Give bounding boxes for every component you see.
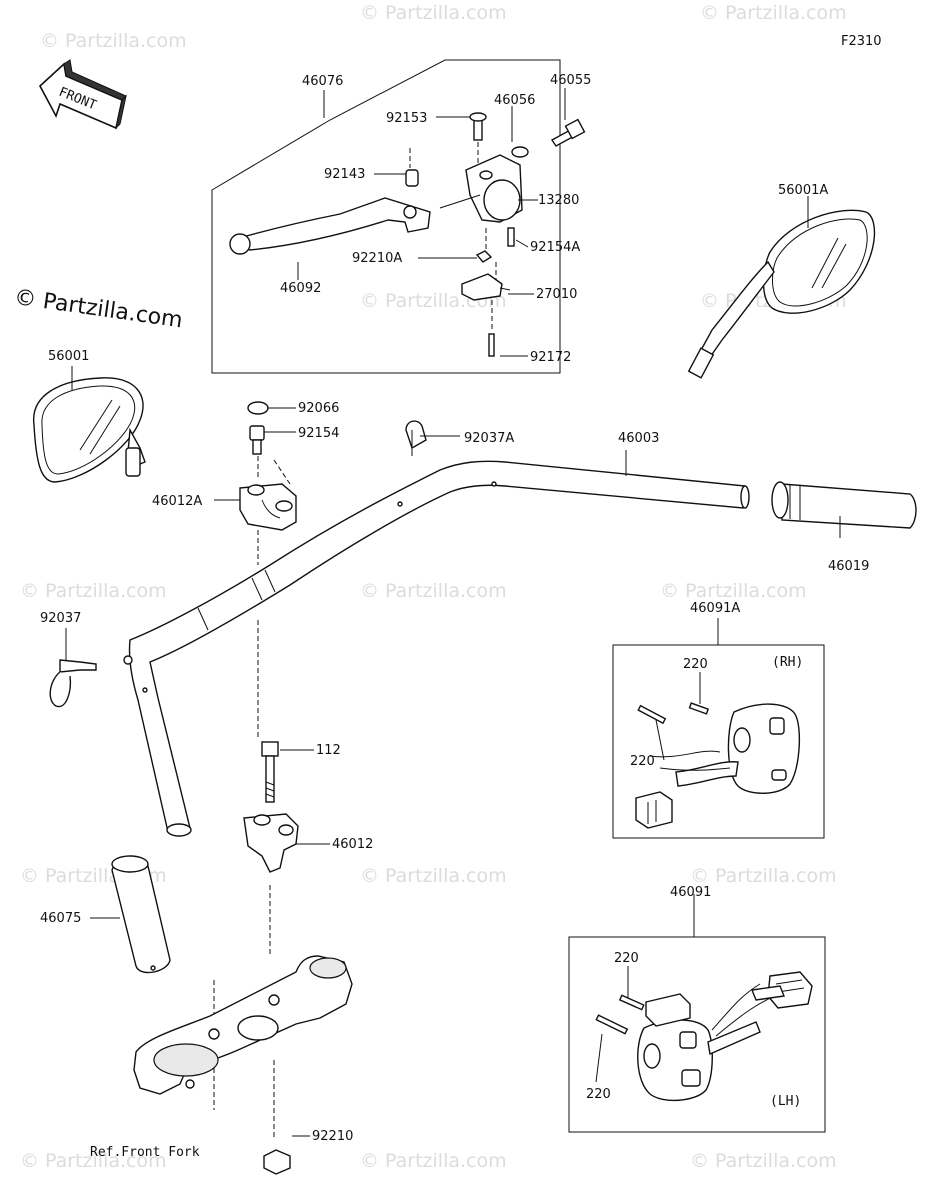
part-label-92154a: 92154A bbox=[530, 240, 580, 255]
clutch-lever bbox=[229, 197, 431, 255]
stem-nut bbox=[263, 1149, 291, 1175]
lh-switch-frame bbox=[568, 936, 826, 1133]
part-label-92037a: 92037A bbox=[464, 431, 514, 446]
part-label-92172: 92172 bbox=[530, 350, 571, 365]
screw-220 bbox=[637, 704, 667, 725]
part-label-92037: 92037 bbox=[40, 611, 81, 626]
part-label-56001a: 56001A bbox=[778, 183, 828, 198]
part-label-92210: 92210 bbox=[312, 1129, 353, 1144]
clamp-bolt-lower bbox=[261, 741, 279, 803]
rh-label: (RH) bbox=[772, 655, 803, 670]
screw-220 bbox=[688, 702, 710, 715]
collar bbox=[405, 169, 419, 187]
part-label-220: 220 bbox=[586, 1087, 611, 1102]
watermark: © Partzilla.com bbox=[20, 580, 167, 602]
part-label-220: 220 bbox=[683, 657, 708, 672]
part-label-46019: 46019 bbox=[828, 559, 869, 574]
end-plug bbox=[405, 420, 427, 450]
right-switch-housing bbox=[649, 703, 801, 794]
handlebar bbox=[123, 460, 750, 837]
lever-holder bbox=[439, 154, 523, 223]
screw-small bbox=[507, 227, 515, 247]
lh-connector-b bbox=[751, 971, 813, 1009]
handlebar-clamp-upper bbox=[239, 483, 297, 531]
part-label-46003: 46003 bbox=[618, 431, 659, 446]
watermark: © Partzilla.com bbox=[660, 580, 807, 602]
part-label-220: 220 bbox=[630, 754, 655, 769]
lh-label: (LH) bbox=[770, 1094, 801, 1109]
part-label-56001: 56001 bbox=[48, 349, 89, 364]
watermark: © Partzilla.com bbox=[40, 30, 187, 52]
part-label-92210a: 92210A bbox=[352, 251, 402, 266]
part-label-46075: 46075 bbox=[40, 911, 81, 926]
part-label-46076: 46076 bbox=[302, 74, 343, 89]
switch-screw bbox=[488, 333, 495, 357]
part-label-92066: 92066 bbox=[298, 401, 339, 416]
part-label-27010: 27010 bbox=[536, 287, 577, 302]
wire-clip bbox=[49, 659, 97, 708]
part-label-92153: 92153 bbox=[386, 111, 427, 126]
part-label-46092: 46092 bbox=[280, 281, 321, 296]
part-label-46091: 46091 bbox=[670, 885, 711, 900]
watermark: © Partzilla.com bbox=[700, 2, 847, 24]
watermark: © Partzilla.com bbox=[360, 580, 507, 602]
watermark: © Partzilla.com bbox=[360, 865, 507, 887]
watermark: © Partzilla.com bbox=[20, 1150, 167, 1172]
screw-220 bbox=[618, 994, 645, 1011]
screw bbox=[550, 118, 586, 147]
figure-code: F2310 bbox=[841, 34, 882, 49]
upper-triple-clamp bbox=[133, 955, 353, 1095]
part-label-46091a: 46091A bbox=[690, 601, 740, 616]
part-label-46056: 46056 bbox=[494, 93, 535, 108]
watermark: © Partzilla.com bbox=[360, 1150, 507, 1172]
throttle-grip bbox=[771, 481, 917, 529]
clamp-bolt-upper bbox=[249, 425, 265, 455]
nut bbox=[475, 250, 493, 263]
left-grip bbox=[111, 855, 171, 974]
part-label-92154: 92154 bbox=[298, 426, 339, 441]
part-label-220: 220 bbox=[614, 951, 639, 966]
part-label-13280: 13280 bbox=[538, 193, 579, 208]
lever-assembly-frame bbox=[211, 59, 561, 374]
part-label-112: 112 bbox=[316, 743, 341, 758]
handlebar-clamp-lower bbox=[243, 813, 299, 873]
clutch-switch bbox=[461, 273, 511, 301]
rh-connector bbox=[635, 791, 673, 829]
lh-connector-a bbox=[645, 993, 691, 1027]
part-label-92143: 92143 bbox=[324, 167, 365, 182]
mirror-left bbox=[33, 377, 146, 483]
washer bbox=[511, 146, 529, 158]
left-switch-housing bbox=[637, 983, 791, 1102]
screw-220 bbox=[595, 1014, 629, 1035]
cap bbox=[247, 401, 269, 415]
part-label-46012a: 46012A bbox=[152, 494, 202, 509]
mirror-right bbox=[687, 209, 876, 379]
watermark: © Partzilla.com bbox=[360, 2, 507, 24]
watermark: © Partzilla.com bbox=[690, 865, 837, 887]
part-label-46055: 46055 bbox=[550, 73, 591, 88]
front-arrow-icon: FRONT bbox=[39, 59, 127, 130]
reference-label: Ref.Front Fork bbox=[90, 1145, 200, 1160]
watermark: © Partzilla.com bbox=[690, 1150, 837, 1172]
part-label-46012: 46012 bbox=[332, 837, 373, 852]
